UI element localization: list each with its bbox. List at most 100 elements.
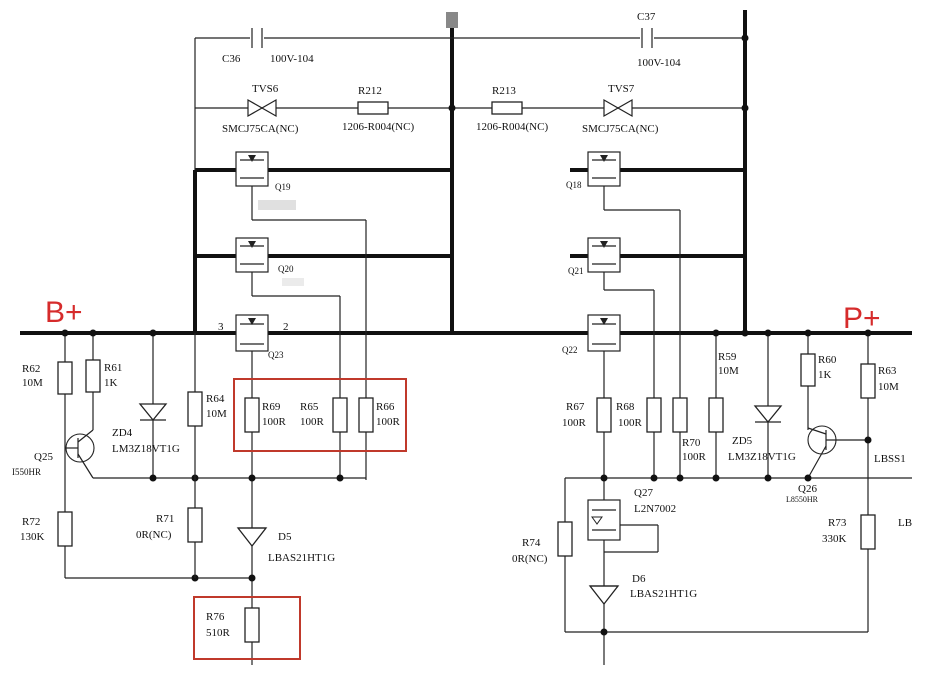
r64-symbol	[187, 391, 203, 427]
c36-ref: C36	[222, 53, 241, 65]
junction	[741, 34, 749, 42]
r70-ref: R70	[682, 437, 701, 449]
mosfet-q19	[235, 151, 269, 187]
r76-symbol	[244, 607, 260, 643]
r66-symbol	[358, 397, 374, 433]
zd5-ref: ZD5	[732, 435, 753, 447]
r212-symbol	[357, 101, 389, 115]
r69-value: 100R	[262, 416, 287, 428]
q22-ref: Q22	[562, 345, 578, 355]
q21-ref: Q21	[568, 266, 584, 276]
junction	[149, 329, 157, 337]
d5-ref: D5	[278, 531, 292, 543]
r69-symbol	[244, 397, 260, 433]
r64-value: 10M	[206, 408, 227, 420]
junction	[712, 329, 720, 337]
r60-symbol	[800, 353, 816, 387]
mosfet-q21	[587, 237, 621, 273]
junction	[764, 474, 772, 482]
r67-symbol	[596, 397, 612, 433]
zd5-value: LM3Z18VT1G	[728, 451, 796, 463]
r66-value: 100R	[376, 416, 401, 428]
junction	[89, 329, 97, 337]
junction	[600, 628, 608, 636]
d5-symbol	[236, 527, 268, 548]
r65-ref: R65	[300, 401, 319, 413]
q23-pin2: 2	[283, 321, 289, 333]
r68-symbol	[646, 397, 662, 433]
r74-ref: R74	[522, 537, 541, 549]
r70-value: 100R	[682, 451, 707, 463]
r62-symbol	[57, 361, 73, 395]
mosfet-q20	[235, 237, 269, 273]
junction	[650, 474, 658, 482]
b-plus-terminal: B+	[45, 296, 83, 329]
r66-ref: R66	[376, 401, 395, 413]
q26-emitter	[807, 445, 827, 479]
tvs6-symbol	[247, 98, 264, 118]
q23-ref: Q23	[268, 350, 284, 360]
r71-value: 0R(NC)	[136, 529, 172, 541]
q27-value: L2N7002	[634, 503, 676, 515]
r63-symbol	[860, 363, 876, 399]
zd4-ref: ZD4	[112, 427, 133, 439]
tvs7-symbol-b	[616, 98, 633, 118]
mosfet-q23	[235, 314, 269, 352]
zd5-symbol	[753, 405, 783, 424]
junction	[712, 474, 720, 482]
r69-ref: R69	[262, 401, 281, 413]
r72-ref: R72	[22, 516, 40, 528]
r71-ref: R71	[156, 513, 174, 525]
r213-value: 1206-R004(NC)	[476, 121, 548, 133]
r62-value: 10M	[22, 377, 43, 389]
tvs7-symbol	[603, 98, 620, 118]
r73-ref: R73	[828, 517, 847, 529]
tvs7-ref: TVS7	[608, 83, 635, 95]
junction	[741, 104, 749, 112]
r59-symbol	[708, 397, 724, 433]
junction	[448, 104, 456, 112]
r64-ref: R64	[206, 393, 225, 405]
r62-ref: R62	[22, 363, 40, 375]
c36-gap	[250, 30, 264, 46]
r213-symbol	[491, 101, 523, 115]
r71-symbol	[187, 507, 203, 543]
junction	[864, 329, 872, 337]
r61-symbol	[85, 359, 101, 393]
r67-ref: R67	[566, 401, 585, 413]
mosfet-q22	[587, 314, 621, 352]
q25-value: I550HR	[12, 467, 41, 477]
q25-emitter	[77, 453, 94, 479]
c36-value: 100V-104	[270, 53, 314, 65]
d5-value: LBAS21HT1G	[268, 552, 335, 564]
q19-ref: Q19	[275, 182, 291, 192]
q25-collector	[77, 429, 94, 443]
r63-ref: R63	[878, 365, 897, 377]
r65-symbol	[332, 397, 348, 433]
d6-value: LBAS21HT1G	[630, 588, 697, 600]
q26-value: L8550HR	[786, 495, 819, 504]
junction	[804, 329, 812, 337]
r61-value: 1K	[104, 377, 118, 389]
r63-value: 10M	[878, 381, 899, 393]
r59-value: 10M	[718, 365, 739, 377]
q25-ref: Q25	[34, 451, 53, 463]
q26-ref: Q26	[798, 483, 817, 495]
junction	[741, 329, 749, 337]
junction	[248, 474, 256, 482]
lb-label: LB	[898, 517, 912, 529]
mosfet-q27	[587, 499, 621, 541]
tvs6-ref: TVS6	[252, 83, 279, 95]
r73-value: 330K	[822, 533, 847, 545]
r68-value: 100R	[618, 417, 643, 429]
center-bus-stub	[446, 12, 458, 28]
r76-value: 510R	[206, 627, 231, 639]
c37-gap	[640, 30, 654, 46]
r67-value: 100R	[562, 417, 587, 429]
r212-ref: R212	[358, 85, 382, 97]
r70-symbol	[672, 397, 688, 433]
junction	[764, 329, 772, 337]
c37-ref: C37	[637, 11, 656, 23]
c37-value: 100V-104	[637, 57, 681, 69]
